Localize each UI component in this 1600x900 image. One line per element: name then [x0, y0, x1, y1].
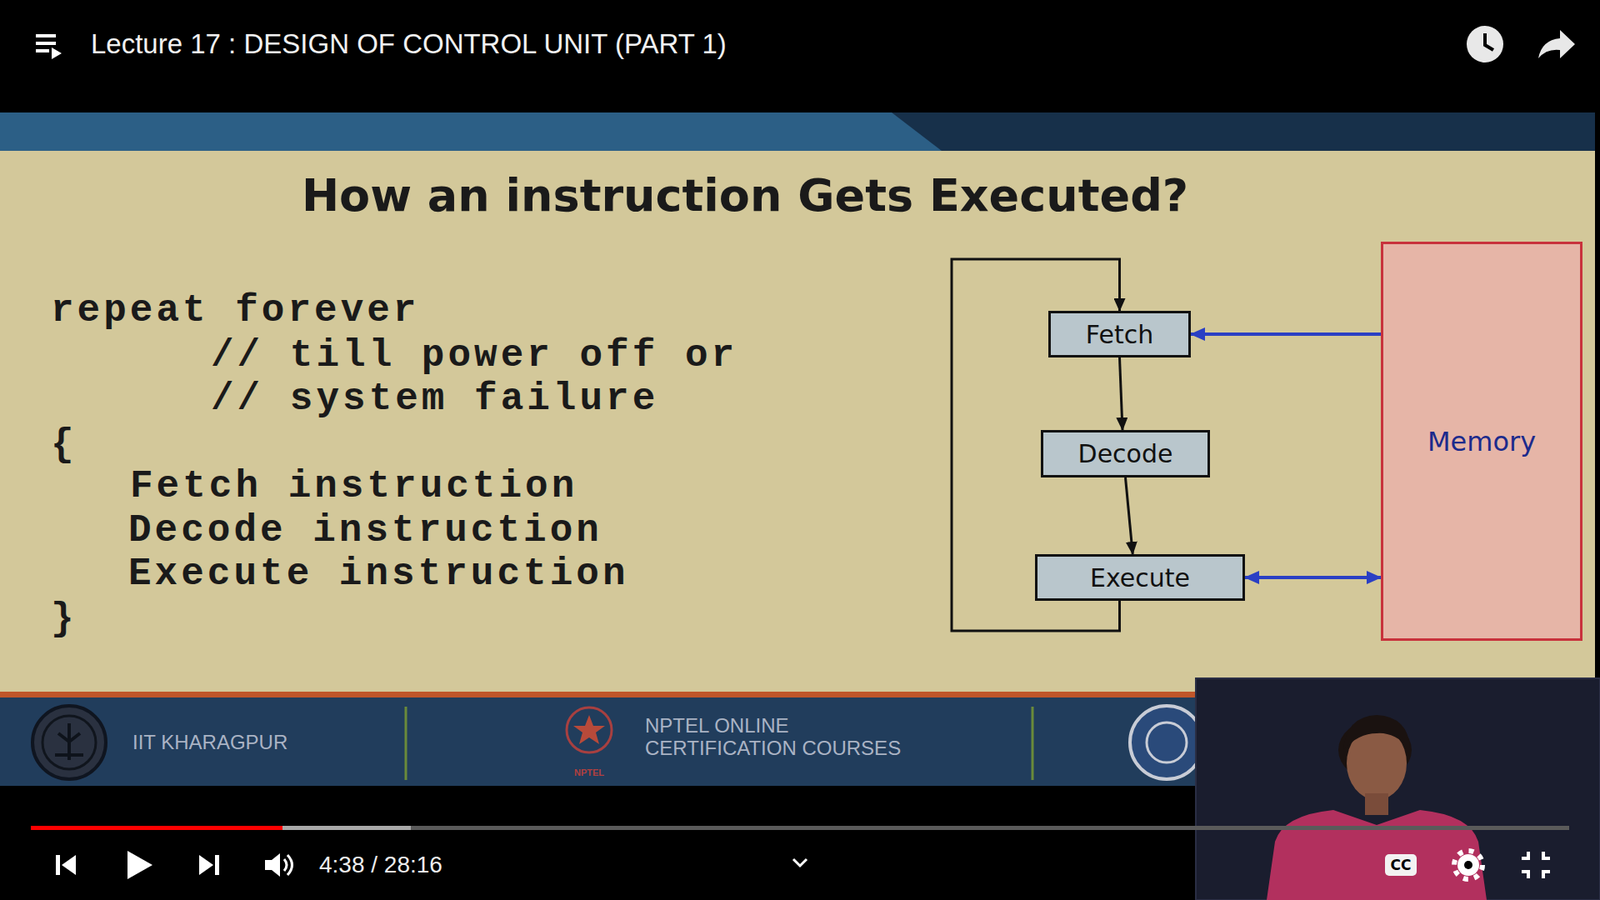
memory-block: Memory	[1380, 241, 1583, 641]
pseudocode-line: // system failure	[210, 376, 659, 422]
slide-header-stripe	[0, 112, 942, 151]
course-banner: NPTEL ONLINE CERTIFICATION COURSES	[645, 714, 929, 760]
pseudocode-line: {	[50, 422, 78, 468]
institute-name: IIT KHARAGPUR	[132, 730, 288, 755]
pseudocode-line: Decode instruction	[128, 508, 603, 554]
pseudocode-line: // till power off or	[210, 333, 738, 379]
player-controls	[30, 825, 1570, 880]
presenter-webcam	[1195, 678, 1600, 900]
video-title: Lecture 17 : DESIGN OF CONTROL UNIT (PAR…	[90, 27, 727, 61]
process-box: Decode	[1040, 430, 1210, 478]
box-text: Memory	[1427, 425, 1536, 458]
pseudocode-line: repeat forever	[50, 288, 420, 334]
pseudocode-line: Execute instruction	[128, 551, 630, 597]
process-box: Execute	[1035, 554, 1245, 601]
box-text: Execute	[1090, 563, 1190, 593]
top-bar-icons	[35, 25, 1575, 63]
slide-header-band	[0, 112, 1595, 151]
nptel-logo	[566, 707, 612, 753]
footer-divider	[1031, 706, 1035, 780]
pseudocode-line: Fetch instruction	[130, 464, 578, 510]
pseudocode-line: }	[50, 596, 78, 642]
process-box: Fetch	[1048, 310, 1191, 358]
captions-button: CC	[1385, 854, 1418, 876]
logo-caption: NPTEL	[574, 767, 605, 779]
memory-arrow	[1245, 575, 1381, 580]
iit-logo	[32, 705, 106, 780]
institute-logo	[1130, 705, 1204, 780]
slide-ground	[0, 150, 1595, 695]
flow-arrow	[1120, 357, 1124, 430]
flow-arrow	[1125, 477, 1134, 555]
box-text: Fetch	[1085, 320, 1154, 350]
footer-divider	[405, 706, 408, 780]
box-text: Decode	[1078, 439, 1174, 469]
time-display: 4:38 / 28:16	[319, 850, 443, 880]
slide-title: How an instruction Gets Executed?	[0, 168, 1490, 224]
memory-arrow	[1190, 332, 1381, 336]
